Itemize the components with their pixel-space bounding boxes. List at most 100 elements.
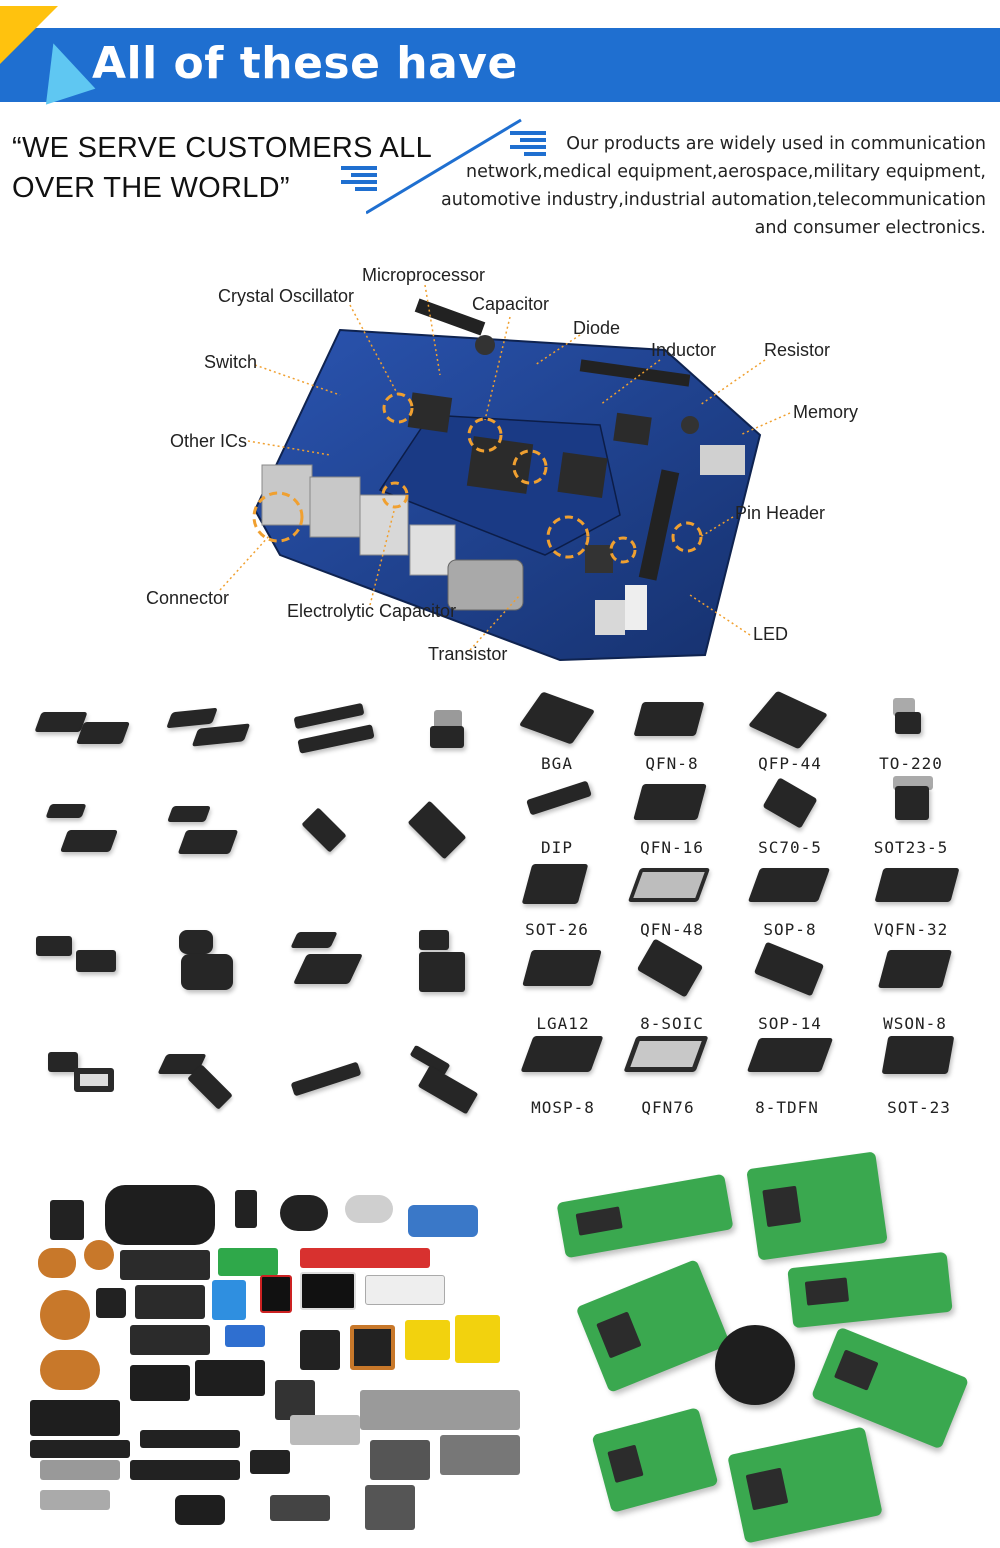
package-sot-23	[859, 1026, 979, 1106]
heatsink-image	[360, 1390, 520, 1430]
package-label: SOT23-5	[873, 838, 949, 857]
heatsink-image	[370, 1440, 430, 1480]
package-qfn76	[608, 1026, 728, 1106]
relay-image	[225, 1325, 265, 1347]
slogan-line-2: OVER THE WORLD”	[12, 172, 290, 204]
smd-inductor-image	[96, 1288, 126, 1318]
component-collage	[0, 1140, 1000, 1544]
package-label: QFN76	[641, 1098, 695, 1117]
package-label: SOT-26	[525, 920, 589, 939]
header-banner	[0, 28, 1000, 102]
package-label: DIP	[541, 838, 573, 857]
package-lga12	[503, 942, 623, 1022]
toroid-inductor-image	[40, 1350, 100, 1390]
seven-segment-image	[300, 1272, 356, 1310]
chip-image	[40, 1046, 160, 1126]
label-other-ics: Other ICs	[170, 431, 248, 451]
package-mosp-8	[503, 1026, 623, 1106]
dev-board-image	[556, 1173, 734, 1259]
package-sot23-5	[851, 776, 971, 856]
label-inductor: Inductor	[651, 340, 717, 360]
transformer-image	[455, 1315, 500, 1363]
terminal-block-image	[120, 1250, 210, 1280]
label-led: LED	[753, 624, 789, 644]
package-to-220	[851, 692, 971, 772]
rocker-switch-image	[235, 1190, 257, 1228]
trimmer-image	[212, 1280, 246, 1320]
pin-header-image	[140, 1430, 240, 1448]
chip-image	[290, 926, 410, 1006]
chip-image	[400, 696, 520, 776]
relay-image	[130, 1365, 190, 1401]
crystal-image	[40, 1490, 110, 1510]
package-label: SOP-8	[763, 920, 817, 939]
transformer-image	[350, 1325, 395, 1370]
pin-header-image	[30, 1440, 130, 1458]
package-sop-14	[730, 941, 850, 1022]
battery-holder-image	[280, 1195, 328, 1231]
label-connector: Connector	[146, 588, 230, 608]
label-microprocessor: Microprocessor	[362, 265, 486, 285]
package-label: QFN-8	[645, 754, 699, 773]
chip-image	[30, 696, 150, 776]
intro-text: Our products are widely used in communic…	[426, 130, 986, 242]
chip-image	[160, 798, 280, 878]
package-label: MOSP-8	[531, 1098, 595, 1117]
metal-can-transistor-image	[345, 1195, 393, 1223]
chip-image	[165, 926, 285, 1006]
label-transistor: Transistor	[428, 644, 508, 664]
package-label: VQFN-32	[873, 920, 949, 939]
slogan-line-1: “WE SERVE CUSTOMERS ALL	[12, 132, 432, 164]
capacitor-image	[250, 1450, 290, 1474]
potentiometer-image	[408, 1205, 478, 1237]
label-crystal-oscillator: Crystal Oscillator	[218, 286, 355, 306]
dev-board-image	[810, 1326, 970, 1450]
label-resistor: Resistor	[764, 340, 831, 360]
label-memory: Memory	[793, 402, 859, 422]
package-8-soic	[612, 938, 732, 1022]
package-label: 8-TDFN	[755, 1098, 819, 1117]
board-diagram: Microprocessor Crystal Oscillator Capaci…	[0, 255, 1000, 675]
package-label: SOP-14	[758, 1014, 822, 1033]
relay-image	[195, 1360, 265, 1396]
package-wson-8	[855, 942, 975, 1022]
standoff-image	[440, 1435, 520, 1475]
package-label: LGA12	[536, 1014, 590, 1033]
dip-switch-image	[300, 1248, 430, 1268]
package-label: QFP-44	[758, 754, 822, 773]
dev-board-image	[575, 1259, 731, 1393]
board-illustration	[219, 284, 791, 662]
usb-connector-image	[290, 1415, 360, 1445]
package-label: BGA	[541, 754, 573, 773]
stripe-flag-icon	[510, 131, 546, 157]
label-pin-header: Pin Header	[735, 503, 826, 523]
chip-image	[405, 926, 525, 1006]
chip-image	[157, 1046, 278, 1126]
label-switch: Switch	[204, 352, 258, 372]
dc-jack-image	[50, 1200, 84, 1240]
package-label: QFN-16	[640, 838, 704, 857]
inductor-coil-image	[38, 1248, 76, 1278]
dev-board-image	[591, 1407, 719, 1513]
button-image	[365, 1275, 445, 1305]
slogan: “WE SERVE CUSTOMERS ALL OVER THE WORLD”	[12, 128, 442, 208]
package-label: SC70-5	[758, 838, 822, 857]
package-grid: BGA QFN-8 QFP-44 TO-220 DIP QFN-16 SC70-…	[0, 688, 1000, 1128]
smd-ic-image	[270, 1495, 330, 1521]
package-8-tdfn	[727, 1026, 847, 1106]
banner-title: All of these have	[92, 38, 518, 89]
electrolytic-capacitor-image	[175, 1495, 225, 1525]
package-label: 8-SOIC	[640, 1014, 704, 1033]
transformer-image	[405, 1320, 450, 1360]
crystal-image	[40, 1460, 120, 1480]
terminal-block-image	[218, 1248, 278, 1276]
intro-line: Our products are widely used in communic…	[566, 134, 986, 154]
intro-line: network,medical equipment,aerospace,mili…	[466, 162, 986, 182]
label-electrolytic-capacitor: Electrolytic Capacitor	[287, 601, 457, 621]
dev-board-image	[787, 1251, 953, 1329]
camera-module-image	[715, 1325, 795, 1405]
intro-line: and consumer electronics.	[754, 218, 986, 238]
dev-board-image	[746, 1151, 888, 1261]
intro-line: automotive industry,industrial automatio…	[441, 190, 986, 210]
smd-inductor-image	[135, 1285, 205, 1319]
